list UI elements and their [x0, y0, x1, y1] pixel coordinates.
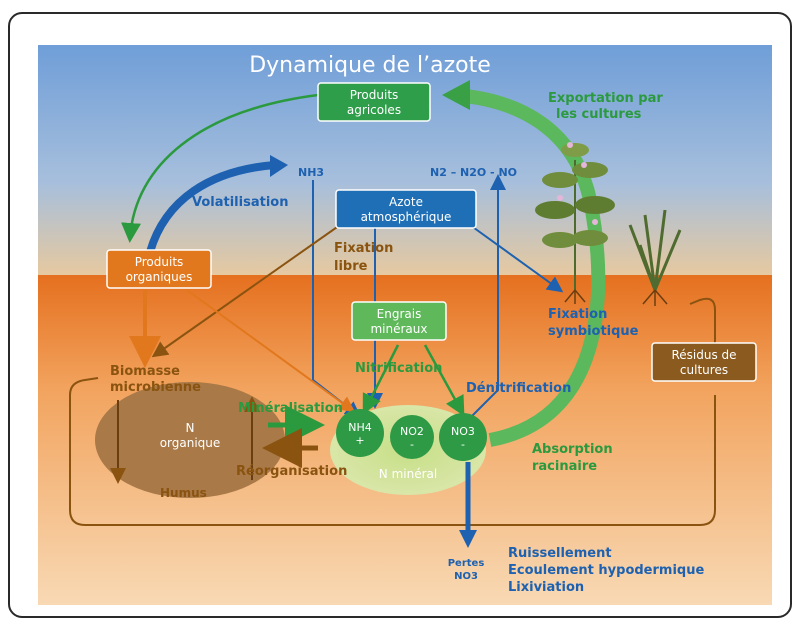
produits-organiques-box [106, 249, 212, 289]
fixation-symbiotique-line1: Fixation [548, 307, 607, 322]
ruissellement-line2: Ecoulement hypodermique [508, 563, 704, 578]
absorption-line2: racinaire [532, 459, 597, 474]
fixation-libre-arrow [151, 224, 341, 358]
residus-line1: Résidus de [671, 348, 736, 362]
residus-cultures-box [651, 342, 757, 382]
humus-label: Humus [160, 486, 207, 500]
no2-circle [390, 415, 434, 459]
produits-agricoles-line1: Produits [350, 88, 399, 102]
pertes-line1: Pertes [448, 558, 485, 569]
volatilisation-label: Volatilisation [192, 195, 288, 210]
grass-icon [628, 209, 682, 306]
diagram-title: Dynamique de l’azote [249, 53, 491, 78]
biomasse-line1: Biomasse [110, 364, 180, 379]
engrais-to-no3-arrow [423, 344, 465, 417]
no2-line2: - [410, 438, 414, 451]
n2-label: N2 – N2O - NO [430, 166, 517, 179]
engrais-line2: minéraux [370, 322, 427, 336]
fixation-libre-line2: libre [334, 259, 368, 274]
n-organique-line1: N [186, 421, 195, 435]
fixation-libre-line1: Fixation [334, 241, 393, 256]
produits-organiques-line2: organiques [126, 270, 193, 284]
volatilisation-arrowhead [270, 155, 288, 177]
n-mineral-label: N minéral [379, 467, 437, 481]
produits-organiques-line1: Produits [135, 255, 184, 269]
nh4-line1: NH4 [348, 421, 372, 434]
exportation-line2: les cultures [556, 107, 642, 122]
nh4-line2: + [355, 434, 364, 447]
produits-agricoles-box [317, 82, 431, 122]
absorption-line1: Absorption [532, 442, 613, 457]
biomasse-line2: microbienne [110, 380, 201, 395]
symbiotic-arrow [469, 224, 564, 293]
residus-line2: cultures [680, 363, 728, 377]
azote-atmospherique-box [335, 189, 477, 229]
humus-ellipse [95, 382, 285, 498]
n-organique-line2: organique [160, 436, 221, 450]
pertes-arrowhead [459, 530, 477, 548]
azote-line2: atmosphérique [361, 210, 452, 224]
engrais-mineraux-box [351, 301, 447, 341]
denitrification-label: Dénitrification [466, 381, 571, 396]
engrais-line1: Engrais [377, 307, 422, 321]
reorganisation-label: Réorganisation [236, 464, 347, 479]
volatilisation-arrow [146, 161, 276, 254]
produits-agricoles-line2: agricoles [347, 103, 401, 117]
organic-to-nh4-arrow [179, 284, 356, 413]
pertes-line2: NO3 [454, 571, 478, 582]
fixation-symbiotique-line2: symbiotique [548, 324, 639, 339]
plant-icon [535, 142, 615, 304]
ruissellement-line1: Ruissellement [508, 546, 612, 561]
exportation-line1: Exportation par [548, 91, 663, 106]
nitrification-label: Nitrification [355, 361, 442, 376]
exportation-arrowhead [442, 80, 470, 110]
exportation-arrow [454, 88, 606, 447]
no2-line1: NO2 [400, 425, 424, 438]
no3-line1: NO3 [451, 425, 475, 438]
ruissellement-line3: Lixiviation [508, 580, 584, 595]
engrais-to-nh4-arrow [362, 344, 400, 415]
no3-line2: - [461, 438, 465, 451]
azote-line1: Azote [389, 195, 423, 209]
no3-circle [439, 413, 487, 461]
mineralisation-label: Minéralisation [238, 401, 343, 416]
nh4-circle [336, 409, 384, 457]
return-arrow [121, 93, 319, 243]
nh3-label: NH3 [298, 166, 324, 179]
denitrification-arrow [467, 174, 506, 421]
residus-loop [69, 377, 716, 526]
